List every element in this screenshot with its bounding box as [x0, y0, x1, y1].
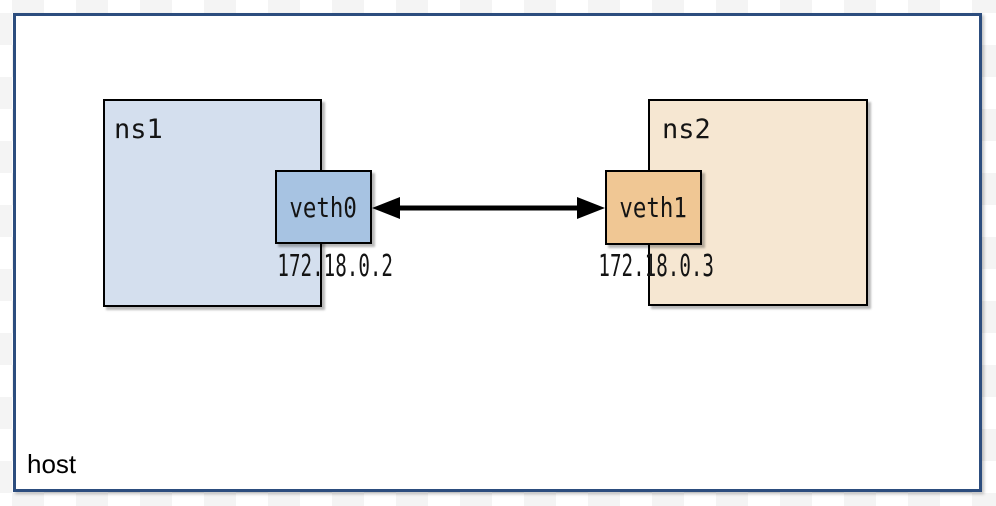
host-label: host — [27, 449, 77, 479]
veth1-ip-label: 172.18.0.3 — [598, 249, 714, 284]
veth0-interface-box: veth0 — [275, 170, 372, 244]
arrowhead-right-icon — [577, 197, 605, 219]
veth-link-arrow — [372, 197, 605, 219]
veth1-interface-label: veth1 — [619, 191, 688, 224]
veth1-interface-box: veth1 — [605, 170, 702, 245]
veth0-interface-label: veth0 — [289, 190, 358, 224]
namespace-ns2-label: ns2 — [662, 114, 711, 145]
veth0-ip-label: 172.18.0.2 — [277, 249, 393, 284]
namespace-ns1-label: ns1 — [114, 114, 163, 145]
arrowhead-left-icon — [372, 197, 400, 219]
